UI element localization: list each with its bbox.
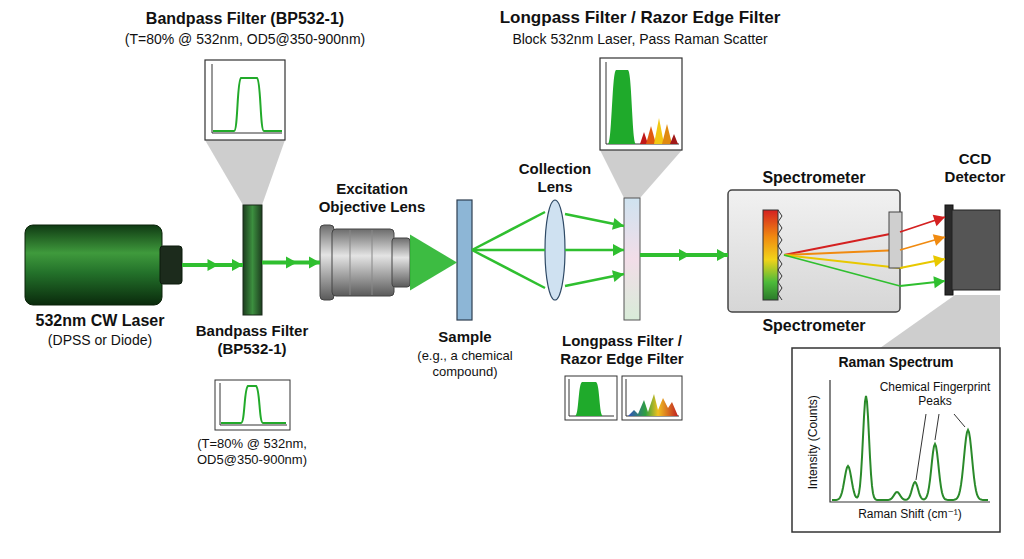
- callout-zoom: [600, 150, 682, 198]
- collection-lens: [545, 200, 565, 300]
- raman-scatter-graph: [622, 376, 682, 420]
- node-label: CCD Detector: [930, 150, 1020, 186]
- objective-lens: [320, 225, 410, 300]
- bandpass-graph: [205, 60, 285, 140]
- ccd-detector: CCD Detector: [945, 205, 1000, 295]
- raman-spectrum-box: Raman SpectrumChemical Fingerprint Peaks…: [792, 348, 1000, 532]
- light-path: [900, 215, 945, 288]
- longpass-filter-plate: [624, 198, 640, 320]
- node-label: Spectrometer: [739, 168, 889, 187]
- callout-title: Longpass Filter / Razor Edge Filter: [450, 8, 830, 28]
- light-path: [262, 257, 320, 269]
- light-path: [472, 212, 545, 288]
- node-label: Sample: [415, 328, 515, 346]
- node-label: Raman Spectrum: [801, 354, 991, 371]
- node-label: 532nm CW Laser: [5, 311, 195, 330]
- light-path: [640, 249, 728, 261]
- longpass-graph: [565, 376, 617, 420]
- light-path: [182, 259, 243, 271]
- light-path: [565, 214, 624, 286]
- bandpass-filter: Bandpass Filter (BP532-1)(T=80% @ 532nm,…: [243, 205, 262, 315]
- node-sublabel: (T=80% @ 532nm, OD5@350-900nm): [172, 436, 332, 467]
- light-path: [410, 235, 457, 291]
- spectrometer: SpectrometerSpectrometer: [728, 190, 900, 312]
- laser-source: 532nm CW Laser(DPSS or Diode): [25, 225, 182, 305]
- node-label: Intensity (Counts): [806, 382, 820, 502]
- callout-title: Bandpass Filter (BP532-1): [95, 9, 395, 28]
- callout-zoom: [205, 140, 285, 205]
- node-label: Longpass Filter / Razor Edge Filter: [547, 332, 697, 368]
- spectrometer-housing: [728, 190, 902, 312]
- callout-note: Block 532nm Laser, Pass Raman Scatter: [450, 31, 830, 48]
- node-sublabel: (e.g., a chemical compound): [400, 348, 530, 379]
- ccd-detector: [945, 205, 1000, 295]
- sample-plate: [457, 200, 472, 320]
- node-sublabel: (DPSS or Diode): [5, 332, 195, 349]
- laser-body: [25, 225, 182, 305]
- raman-spectrum-panel: [792, 348, 1000, 532]
- node-label: Excitation Objective Lens: [307, 180, 437, 216]
- objective-lens: Excitation Objective Lens: [320, 225, 410, 300]
- raman-spectrum-curve: [832, 396, 988, 500]
- callout-note: (T=80% @ 532nm, OD5@350-900nm): [95, 31, 395, 48]
- node-sublabel: Spectrometer: [739, 316, 889, 335]
- node-label: Collection Lens: [507, 160, 603, 196]
- node-label: Bandpass Filter (BP532-1): [177, 322, 327, 358]
- node-label: Raman Shift (cm⁻¹): [835, 507, 985, 521]
- collection-lens: Collection Lens: [545, 200, 565, 300]
- longpass-filter: Longpass Filter / Razor Edge Filter: [624, 198, 640, 320]
- sample: Sample(e.g., a chemical compound): [457, 200, 472, 320]
- node-sublabel: Chemical Fingerprint Peaks: [879, 380, 991, 409]
- longpass-graph: [600, 58, 682, 150]
- bandpass-filter-plate: [243, 205, 262, 315]
- bandpass-graph: [215, 380, 290, 430]
